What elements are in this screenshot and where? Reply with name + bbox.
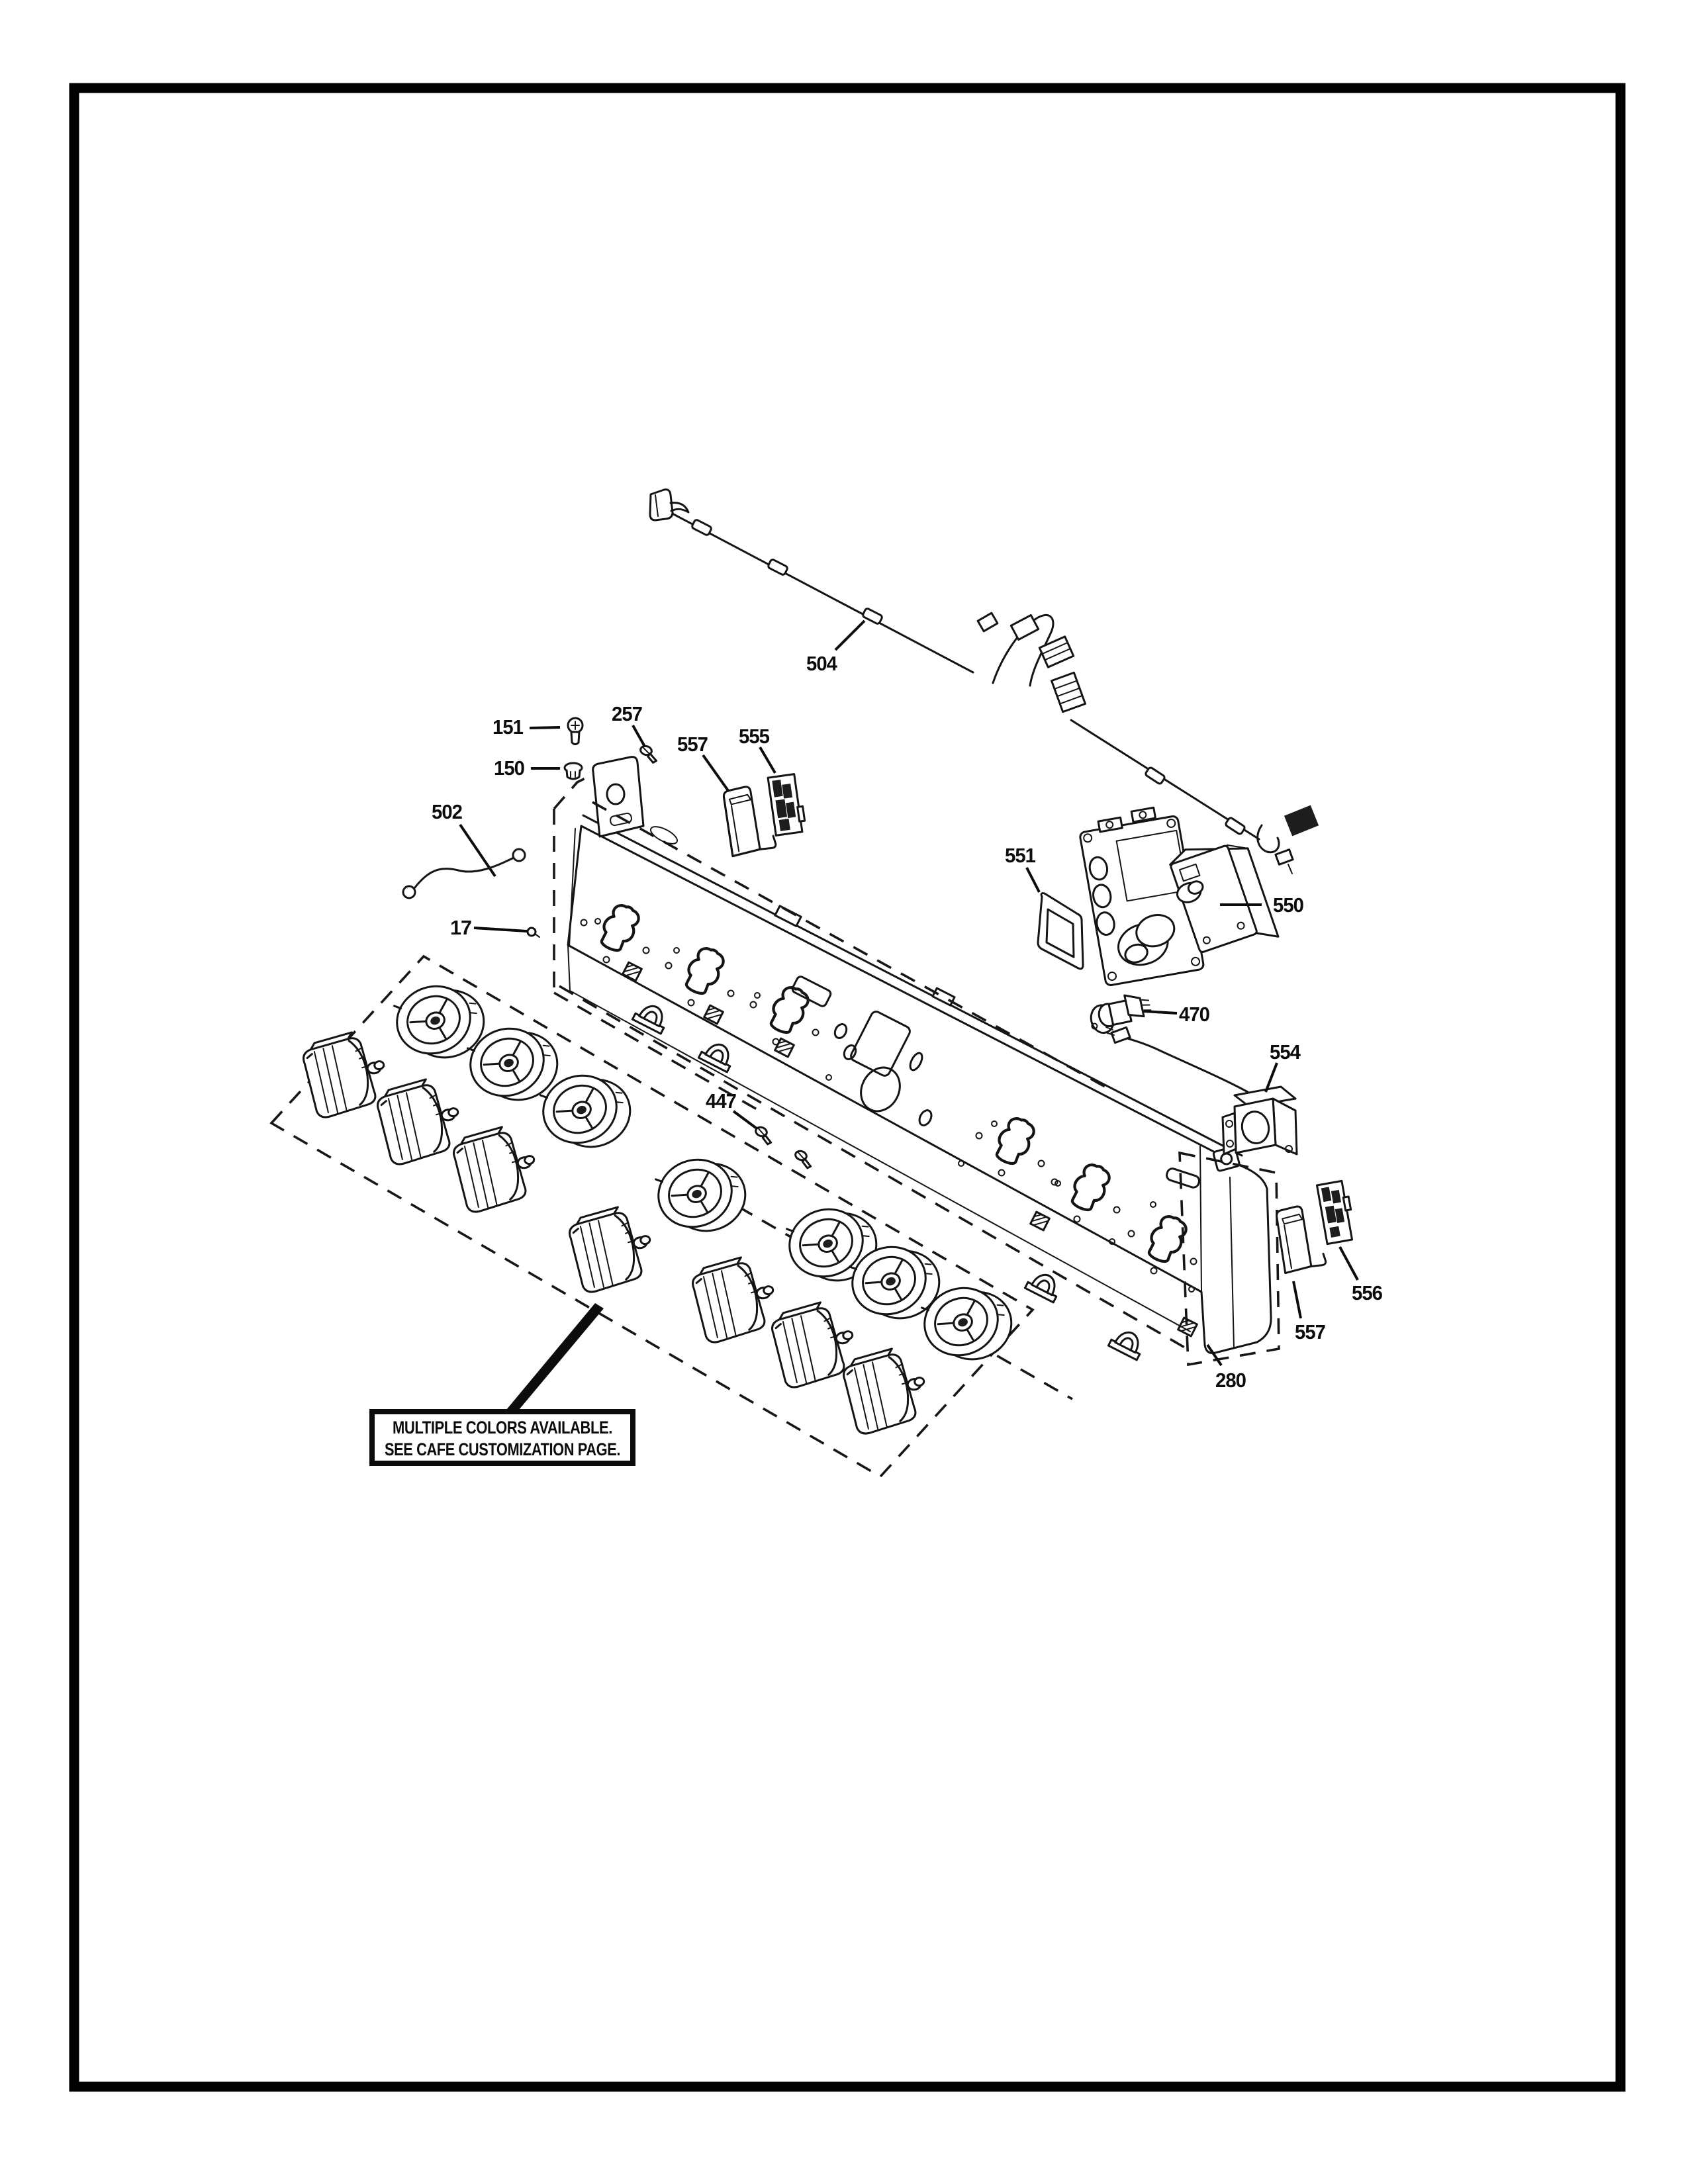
part-550-control-box-assembly [1079,806,1280,986]
part-280-control-panel [567,756,1272,1361]
projection-dashed-lines [269,773,1280,1479]
callout-557-bottom: 557 [1295,1320,1325,1343]
notice-leader [503,1303,604,1414]
part-557-bracket-bottom [1276,1205,1327,1275]
panel-screw-holes [594,918,1195,1293]
callout-502: 502 [432,800,462,823]
page-border [69,83,1626,2092]
callout-554: 554 [1270,1040,1301,1064]
panel-left-bracket-tab [592,756,645,838]
part-150-push-nut [563,762,583,780]
part-555-circuit-board [767,773,806,837]
callout-504: 504 [806,652,838,675]
callout-556: 556 [1352,1281,1383,1304]
part-556-circuit-board [1315,1179,1354,1246]
callouts: 504 151 257 557 555 150 502 17 551 550 4… [432,619,1383,1392]
part-502-jumper-wire [402,848,526,899]
color-notice-box: MULTIPLE COLORS AVAILABLE. SEE CAFE CUST… [369,1303,635,1466]
part-151-screw [567,717,584,745]
part-504-wire-harness [649,488,1319,874]
callout-17: 17 [450,916,471,939]
part-447-screw-2 [791,1148,816,1170]
end-cap-dashed-outline [1178,1151,1280,1367]
part-17-screw [526,927,540,938]
part-557-bracket-top [722,786,777,858]
callout-447: 447 [706,1089,736,1113]
callout-555: 555 [739,725,770,748]
callout-150: 150 [494,756,524,780]
part-554-module [1105,1026,1298,1156]
callout-551: 551 [1005,844,1036,867]
callout-280: 280 [1215,1369,1246,1392]
notice-line-2: SEE CAFE CUSTOMIZATION PAGE. [385,1439,620,1459]
callout-151: 151 [492,715,524,739]
callout-470: 470 [1179,1003,1209,1026]
callout-557-top: 557 [677,733,708,756]
part-257-screw [637,744,661,764]
callout-550: 550 [1273,893,1303,917]
part-470-igniter-switch [1090,994,1152,1034]
part-551-bezel-frame [1037,892,1084,970]
callout-257: 257 [612,702,642,725]
knob-group-dashed-outline [269,954,1035,1479]
notice-line-1: MULTIPLE COLORS AVAILABLE. [393,1418,612,1437]
